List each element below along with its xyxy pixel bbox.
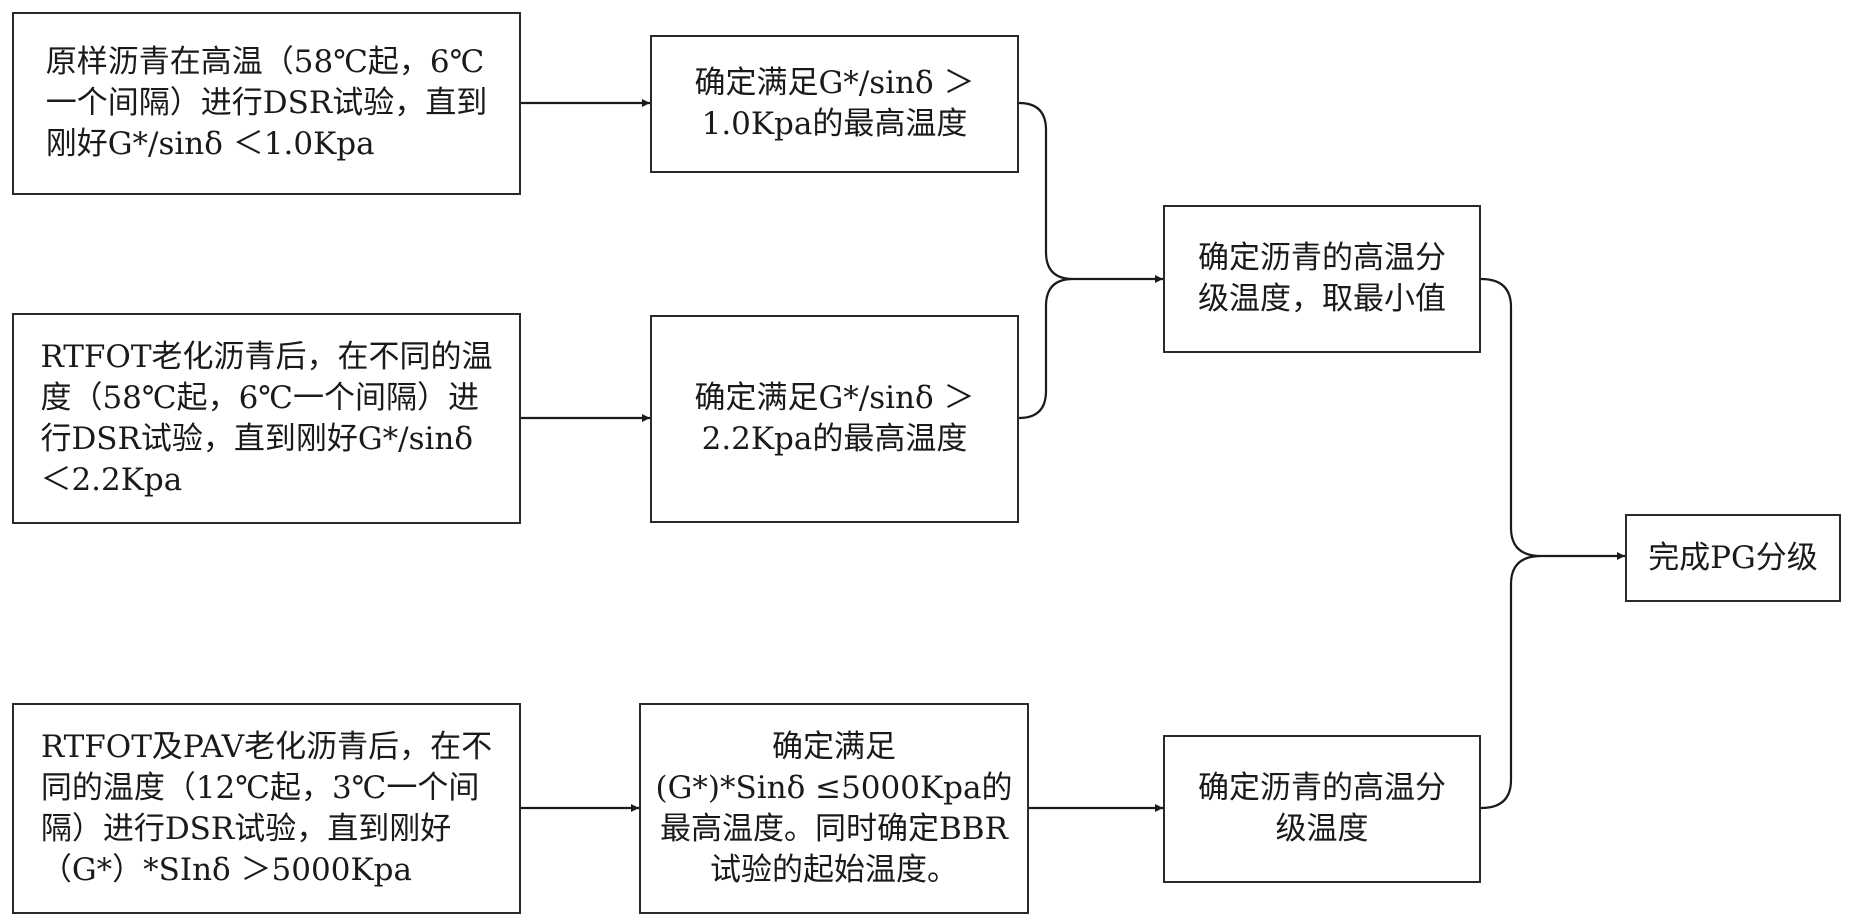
brace-merge-results [1018,101,1074,420]
box-max-temp-5000kpa: 确定满足 (G*)*Sinδ ≤5000Kpa的 最高温度。同时确定BBR 试验… [639,703,1029,914]
box-rtfot-dsr: RTFOT老化沥青后，在不同的温 度（58℃起，6℃一个间隔）进 行DSR试验，… [12,313,521,524]
box-max-temp-1-0kpa-text: 确定满足G*/sinδ ＞ 1.0Kpa的最高温度 [694,65,975,142]
box-rtfot-pav-dsr: RTFOT及PAV老化沥青后，在不 同的温度（12℃起，3℃一个间 隔）进行DS… [12,703,521,914]
box-complete-pg-grading-text: 完成PG分级 [1648,539,1818,576]
box-high-grade-temp: 确定沥青的高温分 级温度 [1163,735,1481,883]
box-original-asphalt-dsr: 原样沥青在高温（58℃起，6℃ 一个间隔）进行DSR试验，直到 刚好G*/sin… [12,12,521,195]
box-max-temp-2-2kpa: 确定满足G*/sinδ ＞ 2.2Kpa的最高温度 [650,315,1019,523]
box-max-temp-1-0kpa: 确定满足G*/sinδ ＞ 1.0Kpa的最高温度 [650,35,1019,173]
box-max-temp-2-2kpa-text: 确定满足G*/sinδ ＞ 2.2Kpa的最高温度 [694,380,975,457]
box-original-asphalt-dsr-text: 原样沥青在高温（58℃起，6℃ 一个间隔）进行DSR试验，直到 刚好G*/sin… [45,44,488,162]
box-high-grade-temp-text: 确定沥青的高温分 级温度 [1198,770,1446,847]
box-rtfot-dsr-text: RTFOT老化沥青后，在不同的温 度（58℃起，6℃一个间隔）进 行DSR试验，… [40,338,493,498]
box-high-grade-min-text: 确定沥青的高温分 级温度，取最小值 [1198,240,1446,317]
box-rtfot-pav-dsr-text: RTFOT及PAV老化沥青后，在不 同的温度（12℃起，3℃一个间 隔）进行DS… [40,728,493,888]
box-high-grade-min: 确定沥青的高温分 级温度，取最小值 [1163,205,1481,353]
box-max-temp-5000kpa-text: 确定满足 (G*)*Sinδ ≤5000Kpa的 最高温度。同时确定BBR 试验… [655,728,1013,888]
box-complete-pg-grading: 完成PG分级 [1625,514,1841,602]
brace-merge-grades [1480,277,1542,810]
